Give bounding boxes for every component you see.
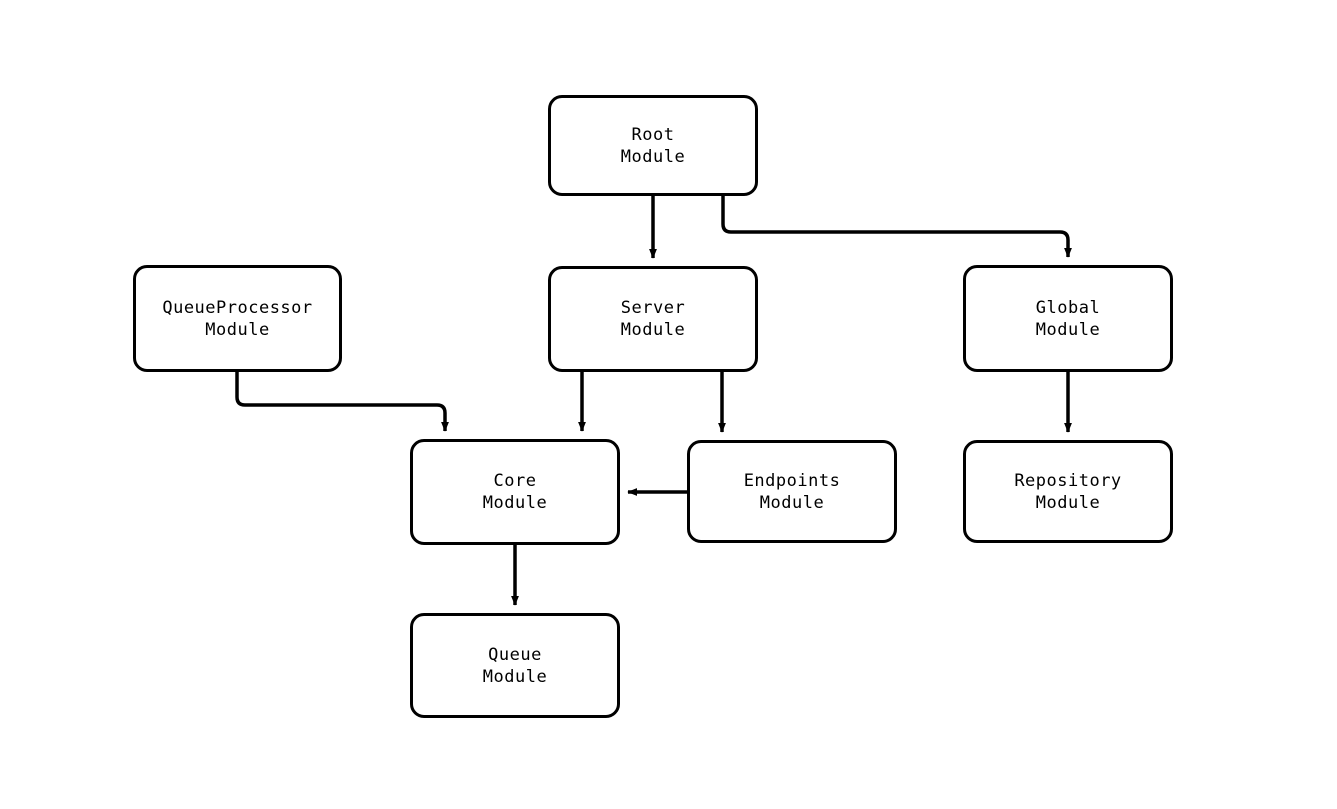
node-repository-module-label-line1: Repository (1014, 470, 1122, 491)
edge-root-to-global (721, 196, 1072, 258)
node-server-module-label-line1: Server (620, 298, 686, 318)
node-endpoints-module[interactable]: Endpoints Module (687, 440, 897, 543)
node-core-module[interactable]: Core Module (410, 439, 620, 545)
node-endpoints-module-label-line2: Module (759, 492, 825, 513)
node-core-module-label-line2: Module (482, 493, 548, 513)
node-repository-module[interactable]: Repository Module (963, 440, 1173, 543)
node-root-module[interactable]: Root Module (548, 95, 758, 196)
node-queueprocessor-module[interactable]: QueueProcessor Module (133, 265, 342, 372)
node-global-module-label-line1: Global (1035, 297, 1101, 318)
edge-queueprocessor-to-core (235, 372, 449, 432)
node-root-module-label-line2: Module (620, 146, 686, 167)
node-queueprocessor-module-label-line1: QueueProcessor (162, 297, 313, 318)
node-queue-module-label-line2: Module (482, 666, 548, 687)
node-repository-module-label-line2: Module (1035, 492, 1101, 513)
node-endpoints-module-label-line1: Endpoints (743, 470, 841, 491)
node-root-module-label-line1: Root (631, 124, 675, 145)
node-core-module-label-line1: Core (493, 471, 537, 491)
node-server-module[interactable]: Server Module (548, 266, 758, 372)
node-global-module[interactable]: Global Module (963, 265, 1173, 372)
node-global-module-label-line2: Module (1035, 319, 1101, 340)
node-queueprocessor-module-label-line2: Module (205, 319, 270, 340)
node-queue-module[interactable]: Queue Module (410, 613, 620, 718)
node-server-module-label-line2: Module (620, 320, 686, 340)
node-queue-module-label-line1: Queue (488, 644, 542, 665)
